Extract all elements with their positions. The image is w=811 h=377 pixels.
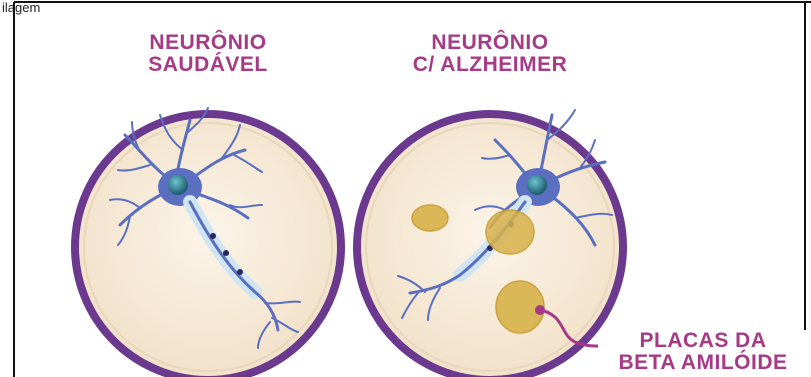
alzheimer-title-line2: C/ ALZHEIMER [405, 54, 575, 76]
healthy-title-line1: NEURÔNIO [128, 32, 288, 54]
plaque-label: PLACAS DA BETA AMILÓIDE [598, 330, 808, 374]
healthy-title-line2: SAUDÁVEL [128, 54, 288, 76]
healthy-title: NEURÔNIO SAUDÁVEL [128, 32, 288, 76]
plaque-pointer-dot [535, 305, 545, 315]
plaque-label-line1: PLACAS DA [598, 330, 808, 352]
plaque-label-line2: BETA AMILÓIDE [598, 352, 808, 374]
alzheimer-title: NEURÔNIO C/ ALZHEIMER [405, 32, 575, 76]
alzheimer-title-line1: NEURÔNIO [405, 32, 575, 54]
